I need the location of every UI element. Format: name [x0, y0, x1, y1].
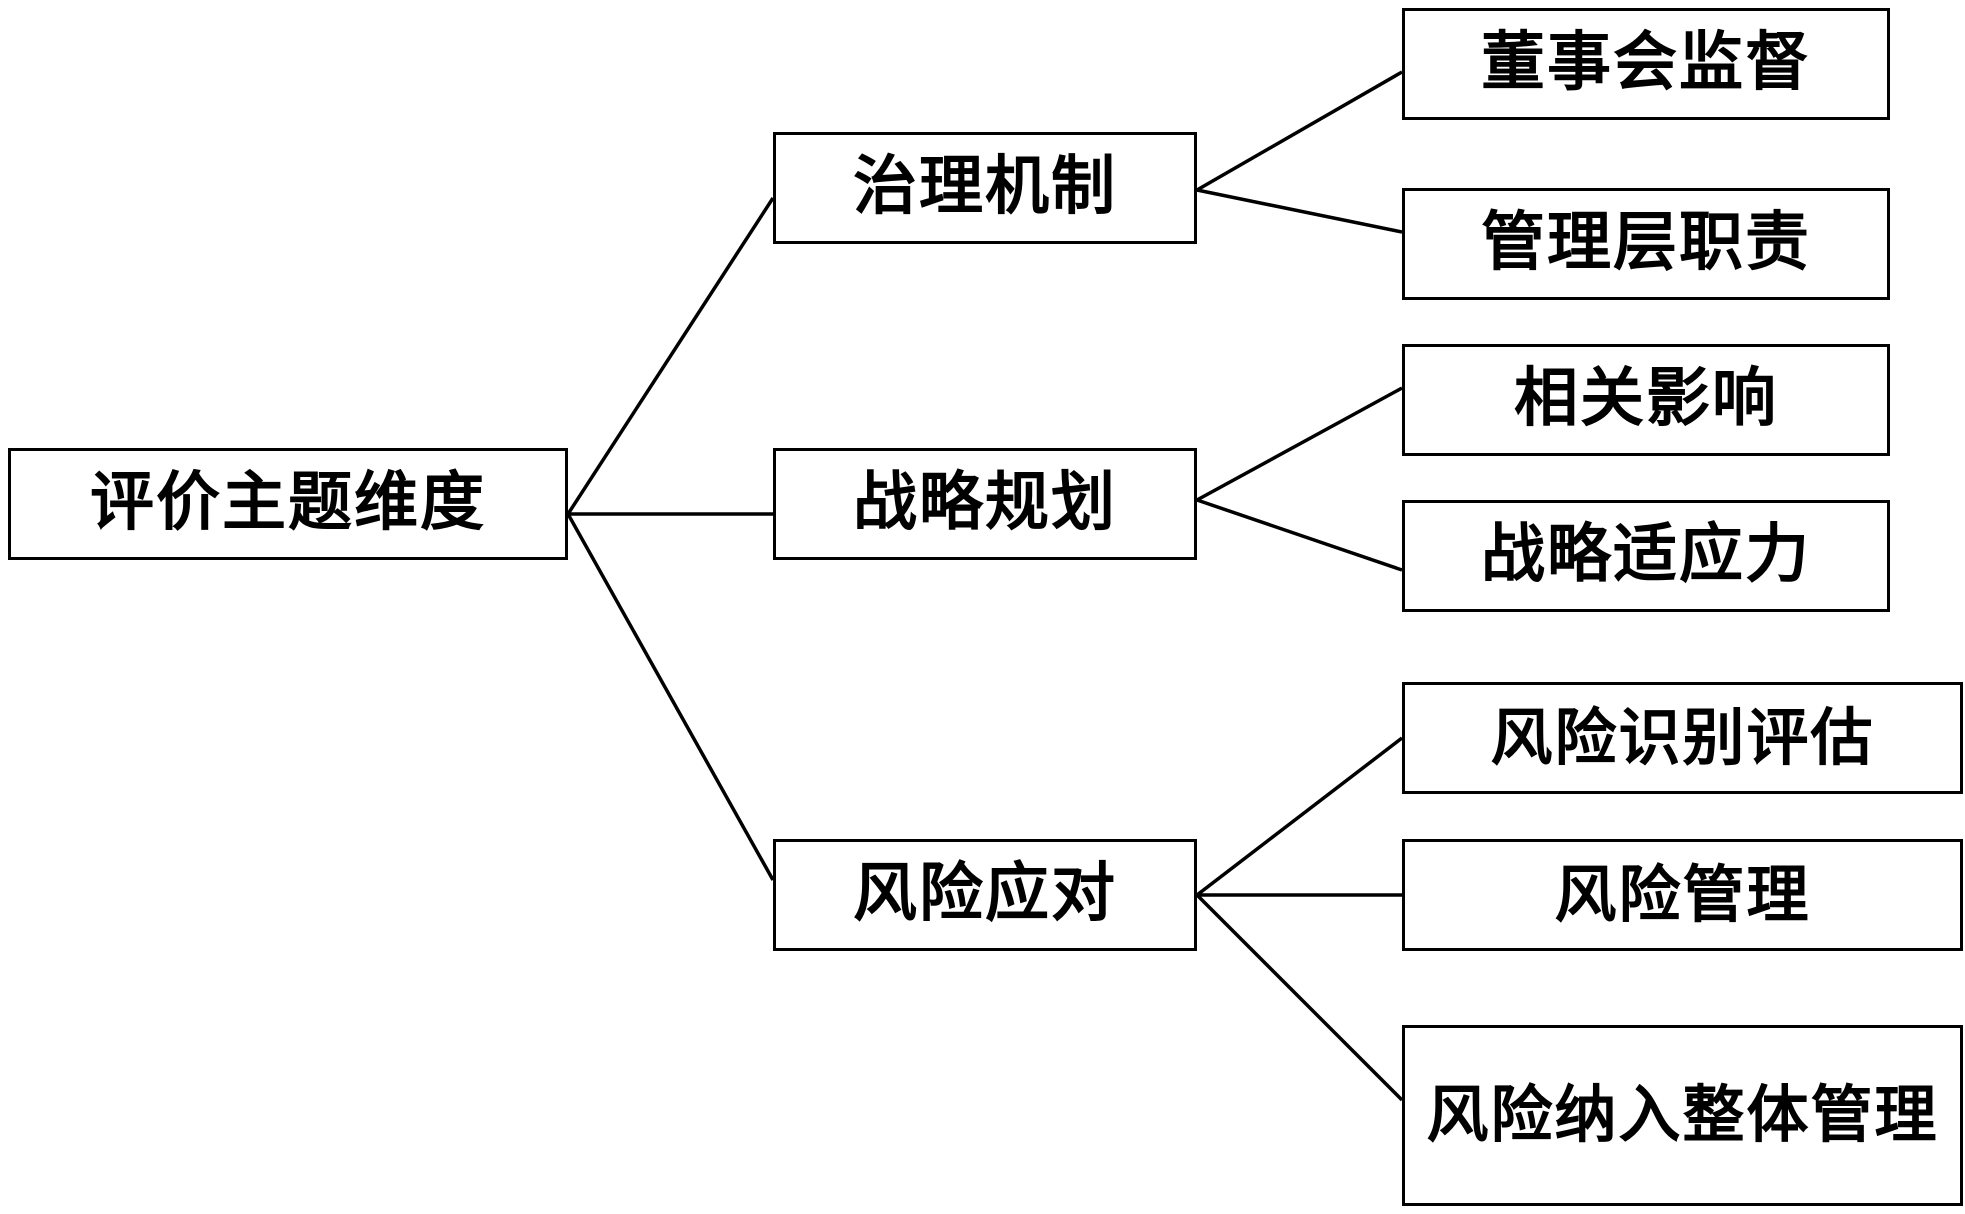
- branch-node-strategy: 战略规划: [773, 448, 1197, 560]
- connector-risk-identify: [1195, 736, 1404, 897]
- leaf-node-risk-management: 风险管理: [1402, 839, 1963, 951]
- leaf-node-strategy-resilience: 战略适应力: [1402, 500, 1890, 612]
- connector-strategy-impact: [1196, 386, 1403, 502]
- connector-risk-integrate: [1195, 893, 1404, 1102]
- leaf-node-management-duty: 管理层职责: [1402, 188, 1890, 300]
- branch-node-risk: 风险应对: [773, 839, 1197, 951]
- connector-strategy-resilience: [1196, 498, 1403, 572]
- connector-root-governance: [566, 197, 775, 515]
- leaf-node-risk-integration: 风险纳入整体管理: [1402, 1025, 1963, 1206]
- root-node: 评价主题维度: [8, 448, 568, 560]
- connector-governance-mgmt: [1196, 188, 1403, 234]
- connector-root-risk: [566, 513, 775, 881]
- connector-governance-board: [1196, 70, 1403, 192]
- branch-node-governance: 治理机制: [773, 132, 1197, 244]
- leaf-node-board-oversight: 董事会监督: [1402, 8, 1890, 120]
- leaf-node-risk-identification: 风险识别评估: [1402, 682, 1963, 794]
- leaf-node-related-impact: 相关影响: [1402, 344, 1890, 456]
